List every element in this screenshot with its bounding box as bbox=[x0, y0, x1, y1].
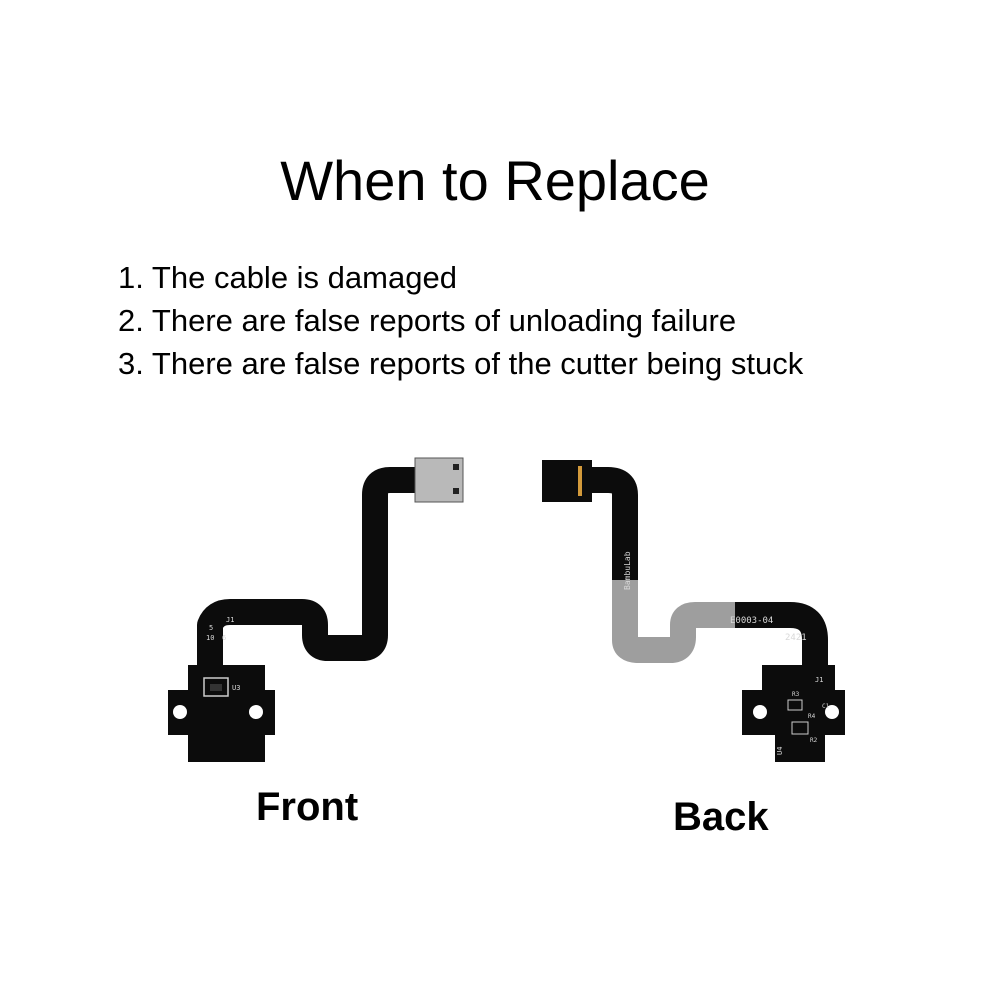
front-caption: Front bbox=[256, 785, 359, 829]
page-title: When to Replace bbox=[280, 149, 710, 212]
svg-text:J1: J1 bbox=[226, 616, 234, 624]
svg-text:BambuLab: BambuLab bbox=[623, 551, 632, 590]
svg-text:R3: R3 bbox=[792, 691, 800, 698]
replace-reasons-list: 1. The cable is damaged 2. There are fal… bbox=[118, 256, 803, 385]
list-item: 1. The cable is damaged bbox=[118, 260, 457, 295]
svg-text:6: 6 bbox=[222, 634, 226, 642]
svg-text:R4: R4 bbox=[808, 713, 816, 720]
svg-text:C1: C1 bbox=[822, 703, 830, 710]
svg-text:2421: 2421 bbox=[785, 633, 807, 643]
svg-text:10: 10 bbox=[206, 634, 214, 642]
svg-text:R2: R2 bbox=[810, 737, 818, 744]
list-item: 2. There are false reports of unloading … bbox=[118, 303, 737, 338]
list-item: 3. There are false reports of the cutter… bbox=[118, 346, 804, 381]
svg-text:U4: U4 bbox=[776, 747, 784, 755]
svg-text:5: 5 bbox=[209, 624, 213, 632]
svg-text:U3: U3 bbox=[232, 684, 240, 692]
front-cable-image: J1 5 10 6 U3 bbox=[168, 457, 464, 762]
back-cable-image: E0003-04 2421 J1 BambuLab U4 C1 R2 R3 R4 bbox=[542, 460, 845, 762]
svg-text:J1: J1 bbox=[815, 676, 823, 684]
svg-text:E0003-04: E0003-04 bbox=[730, 616, 773, 626]
back-caption: Back bbox=[673, 795, 769, 839]
